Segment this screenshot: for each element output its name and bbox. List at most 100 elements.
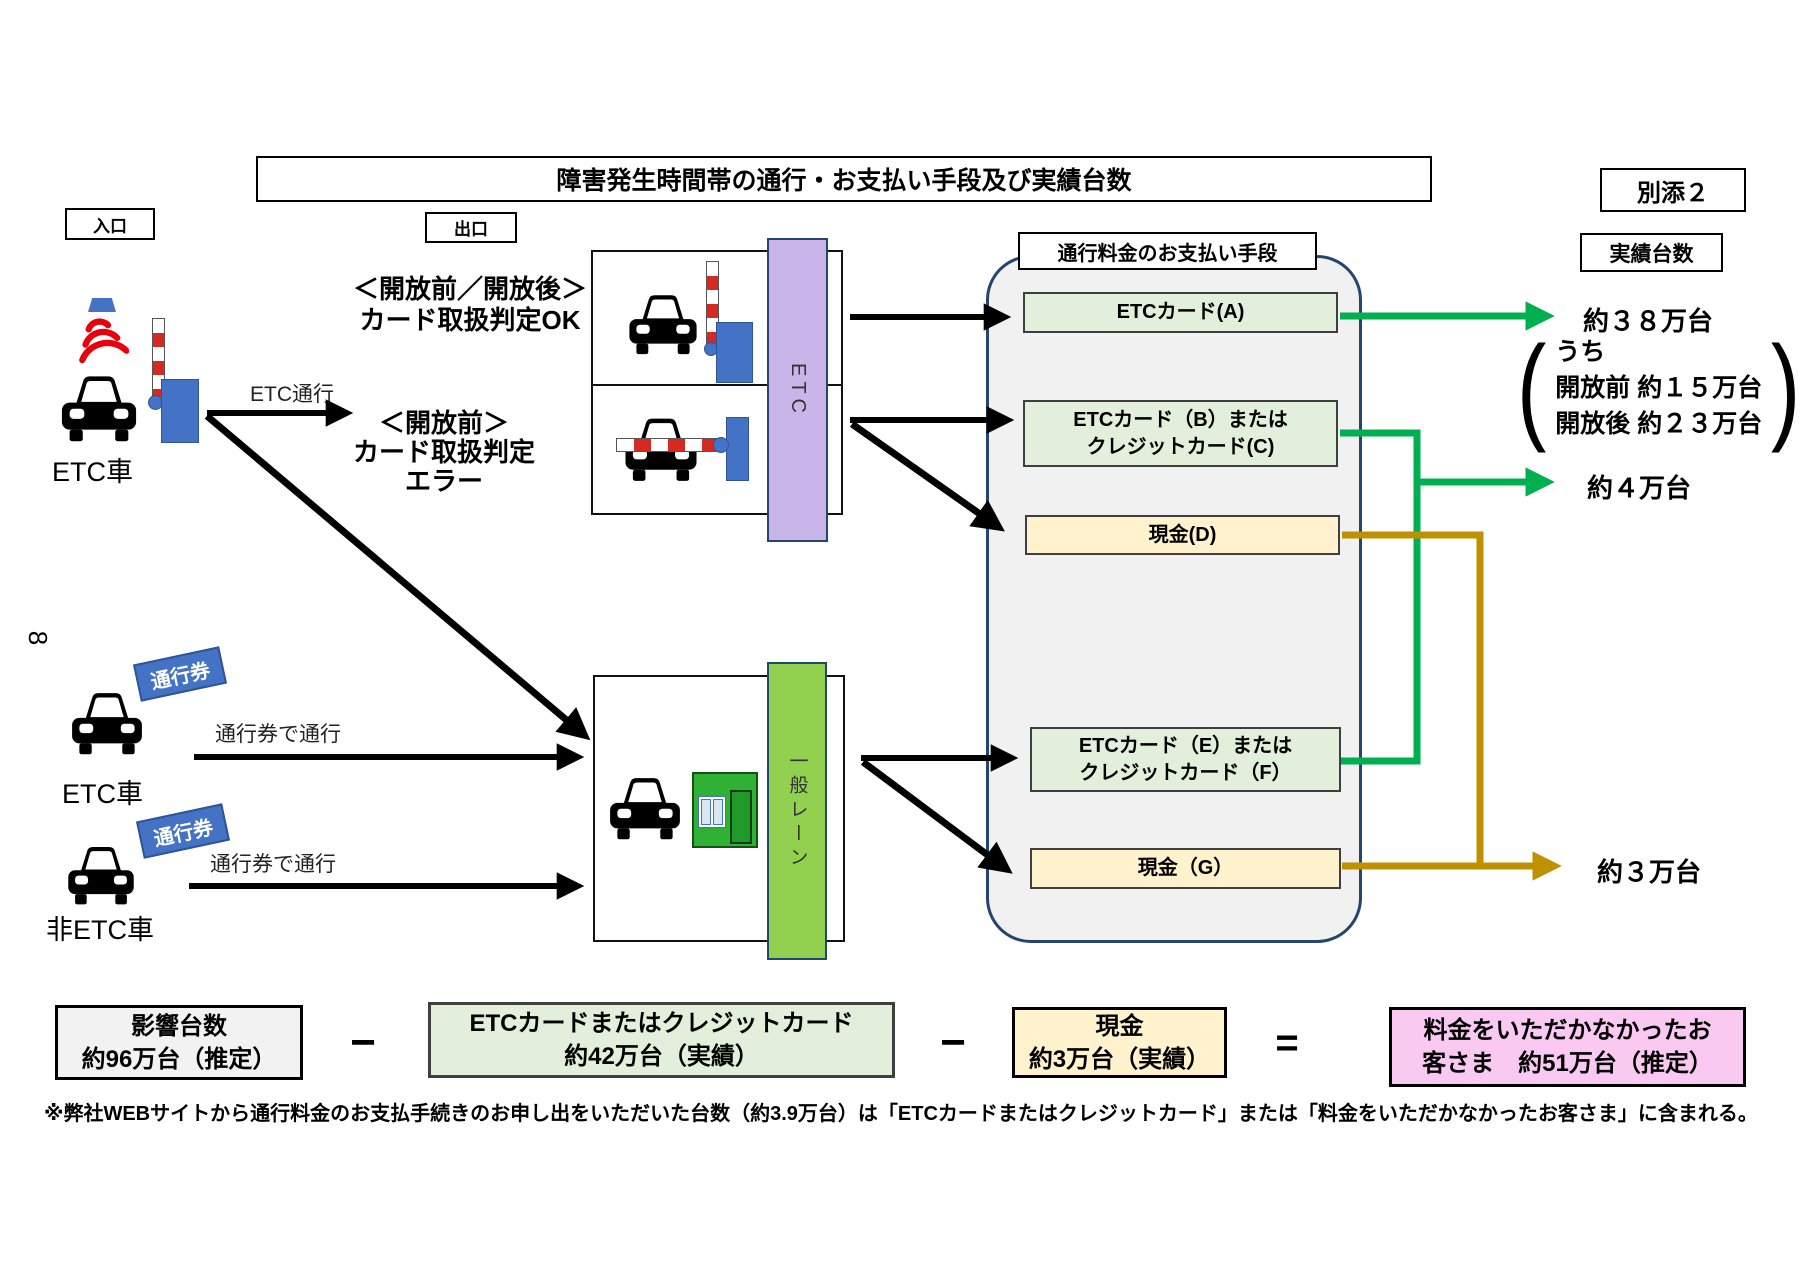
card-count-line1: ETCカードまたはクレジットカード: [469, 1010, 854, 1037]
entrance-label-text: 入口: [93, 216, 127, 236]
uncollected-line2: 客さま 約51万台（推定）: [1422, 1050, 1713, 1077]
booth-windows: [698, 796, 726, 828]
impact-count-box: 影響台数 約96万台（推定）: [55, 1005, 303, 1080]
etc-vehicle-label: ETC車: [52, 450, 172, 489]
exit-label-text: 出口: [454, 220, 488, 239]
footnote-text: ※弊社WEBサイトから通行料金のお支払手続きのお申し出をいただいた台数（約3.9…: [44, 1103, 1758, 1125]
toll-booth-icon: [692, 772, 758, 848]
entrance-label: 入口: [65, 208, 155, 240]
non-etc-vehicle-label: 非ETC車: [46, 908, 196, 947]
card-total-value: 約４万台: [1587, 468, 1691, 505]
card-count-box: ETCカードまたはクレジットカード 約42万台（実績）: [428, 1002, 895, 1078]
case-ok-text: ＜開放前／開放後＞ カード取扱判定OK: [345, 274, 595, 336]
payment-box-ef: ETCカード（E）または クレジットカード（F）: [1030, 727, 1341, 792]
breakdown-line2: 開放前 約１５万台: [1555, 374, 1763, 402]
payment-box-d-line: 現金(D): [1148, 523, 1217, 546]
ticket-pass2-label-text: 通行券で通行: [210, 853, 336, 876]
payment-box-ef-line1: ETCカード（E）または: [1078, 734, 1293, 757]
gold-connector-d-g: [1342, 531, 1484, 864]
arrow-etc-to-general-lane: [204, 413, 591, 741]
minus-sign-text: −: [940, 1018, 966, 1067]
etc-antenna-icon: [88, 298, 116, 312]
car-icon: [72, 693, 142, 755]
payment-panel: [986, 255, 1362, 943]
uncollected-box: 料金をいただかなかったお 客さま 約51万台（推定）: [1389, 1007, 1746, 1087]
cash-count-line1: 現金: [1095, 1012, 1144, 1040]
payment-box-ef-line2: クレジットカード（F）: [1079, 761, 1292, 784]
etc-pass-label-text: ETC通行: [250, 383, 334, 406]
breakdown-line3: 開放後 約２３万台: [1555, 410, 1763, 438]
case-error-line1: ＜開放前＞: [378, 408, 509, 438]
case-ok-line2: カード取扱判定OK: [359, 305, 581, 335]
payment-box-g-line: 現金（G）: [1137, 857, 1234, 879]
payment-header-text: 通行料金のお支払い手段: [1057, 242, 1278, 265]
car-icon: [629, 295, 697, 355]
payment-box-g: 現金（G）: [1030, 848, 1341, 889]
arrow-error-to-cash-d: [849, 421, 1005, 532]
etc-vehicle2-label-text: ETC車: [62, 779, 143, 809]
car-icon: [61, 376, 137, 442]
cash-total-value: 約３万台: [1597, 852, 1701, 889]
arrow-general-to-cash-g: [860, 759, 1013, 874]
attachment-tag: 別添２: [1600, 168, 1746, 212]
payment-box-a: ETCカード(A): [1023, 292, 1338, 333]
card-total-value-text: 約４万台: [1587, 473, 1692, 503]
gate-pivot-icon: [713, 437, 729, 453]
page-title-text: 障害発生時間帯の通行・お支払い手段及び実績台数: [556, 167, 1132, 195]
case-error-text: ＜開放前＞ カード取扱判定 エラー: [330, 409, 558, 496]
minus-sign-text: −: [350, 1018, 376, 1067]
etc-lane-bar-label: ETC: [787, 362, 809, 418]
etc-signal-icon: [79, 318, 130, 364]
ticket-tag-text: 通行券: [148, 659, 213, 694]
minus-sign: −: [338, 1018, 388, 1068]
results-count-header-text: 実績台数: [1609, 242, 1694, 266]
card-count-line2: 約42万台（実績）: [564, 1043, 759, 1070]
impact-count-line2: 約96万台（推定）: [81, 1045, 277, 1073]
ticket-pass2-label: 通行券で通行: [210, 848, 336, 878]
etc-vehicle2-label: ETC車: [62, 772, 192, 811]
payment-box-bc-line1: ETCカード（B）または: [1073, 408, 1288, 431]
cash-count-box: 現金 約3万台（実績）: [1012, 1007, 1227, 1078]
case-error-line3: エラー: [404, 466, 483, 496]
minus-sign: −: [928, 1018, 978, 1068]
payment-box-a-line: ETCカード(A): [1116, 301, 1245, 323]
general-lane-bar: 一般レーン: [767, 662, 827, 960]
equals-sign: =: [1262, 1018, 1312, 1068]
attachment-tag-text: 別添２: [1637, 179, 1709, 207]
etc-total-value: 約３８万台: [1583, 301, 1713, 338]
non-etc-vehicle-label-text: 非ETC車: [46, 915, 154, 945]
impact-count-line1: 影響台数: [131, 1012, 227, 1040]
breakdown-open-paren: (: [1516, 322, 1547, 454]
footnote: ※弊社WEBサイトから通行料金のお支払手続きのお申し出をいただいた台数（約3.9…: [44, 1097, 1806, 1126]
case-ok-line1: ＜開放前／開放後＞: [352, 274, 587, 304]
breakdown-line1: うち: [1555, 338, 1606, 366]
payment-box-bc: ETCカード（B）または クレジットカード(C): [1023, 400, 1338, 467]
cash-total-value-text: 約３万台: [1597, 857, 1702, 887]
booth-window-pane: [713, 799, 723, 825]
results-count-header: 実績台数: [1580, 233, 1723, 272]
booth-window-pane: [701, 799, 711, 825]
page-title: 障害発生時間帯の通行・お支払い手段及び実績台数: [256, 156, 1432, 202]
etc-total-breakdown: ( うち 開放前 約１５万台 開放後 約２３万台 ): [1512, 322, 1806, 454]
cash-count-line2: 約3万台（実績）: [1028, 1045, 1211, 1073]
toll-machine-icon: [161, 379, 199, 443]
general-lane-bar-label: 一般レーン: [786, 751, 808, 871]
payment-box-bc-line2: クレジットカード(C): [1086, 435, 1275, 458]
green-connector-bc-ef: [1340, 429, 1421, 765]
etc-lane-divider: [591, 384, 843, 386]
ticket-pass1-label: 通行券で通行: [215, 718, 341, 748]
payment-header: 通行料金のお支払い手段: [1018, 232, 1317, 270]
equals-sign-text: =: [1275, 1020, 1299, 1065]
etc-vehicle-label-text: ETC車: [52, 457, 133, 487]
etc-lane-bar: ETC: [767, 238, 828, 542]
booth-door: [730, 790, 752, 844]
etc-total-value-text: 約３８万台: [1583, 306, 1714, 336]
payment-box-d: 現金(D): [1025, 515, 1340, 555]
car-icon: [610, 778, 680, 840]
toll-machine-icon: [716, 322, 753, 383]
ticket-tag-text: 通行券: [151, 816, 216, 851]
breakdown-close-paren: ): [1771, 322, 1801, 454]
car-icon: [68, 847, 134, 905]
